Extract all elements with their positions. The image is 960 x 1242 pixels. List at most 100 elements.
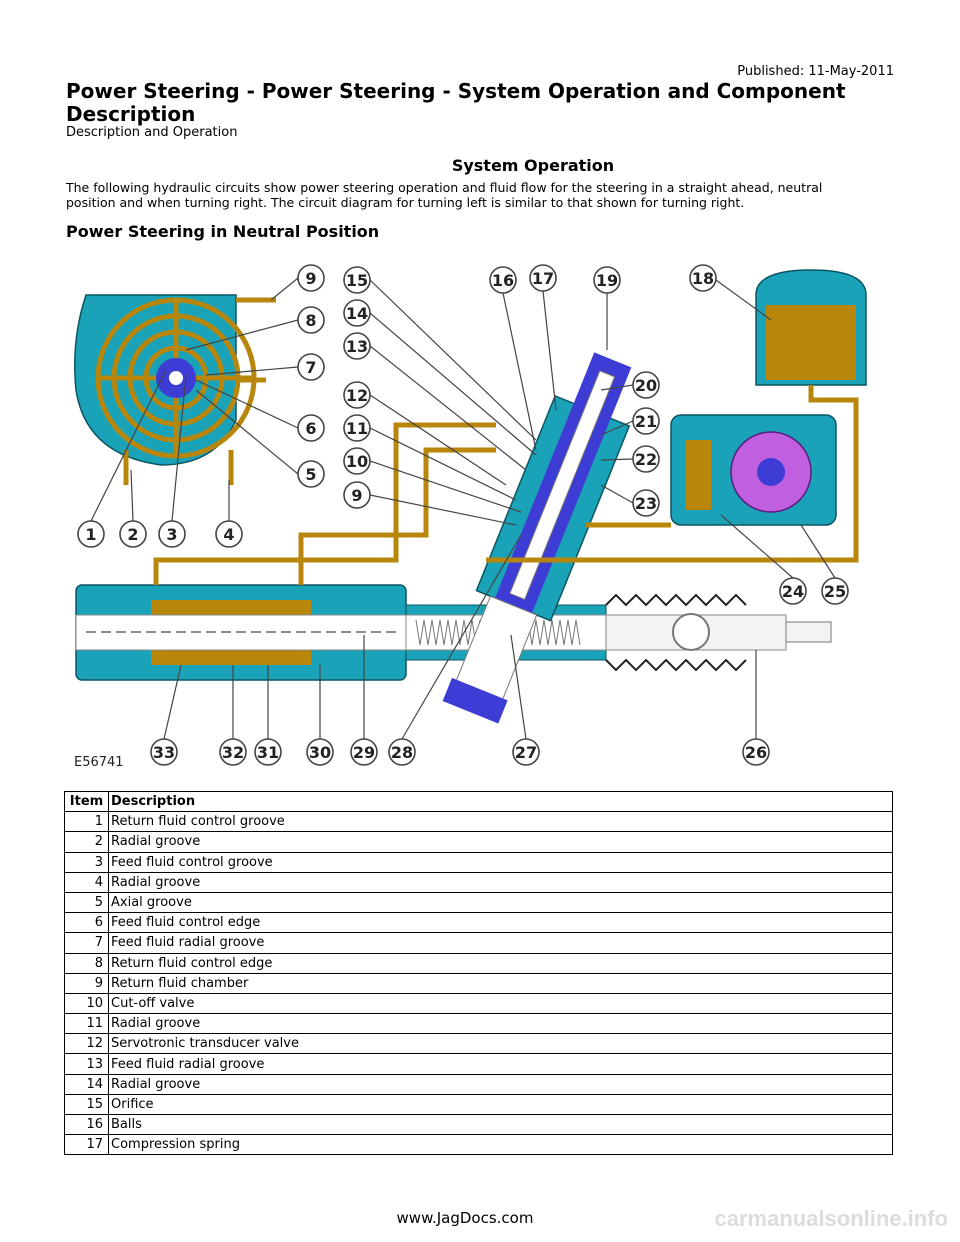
item-description: Orifice <box>108 1093 893 1116</box>
svg-text:4: 4 <box>223 525 234 544</box>
svg-text:2: 2 <box>127 525 138 544</box>
item-number: 2 <box>64 831 109 853</box>
item-description: Balls <box>108 1113 893 1136</box>
svg-text:20: 20 <box>635 376 657 395</box>
item-number: 11 <box>64 1013 109 1035</box>
svg-text:15: 15 <box>346 271 368 290</box>
svg-text:9: 9 <box>351 486 362 505</box>
callout-17: 17 <box>529 264 557 292</box>
svg-text:13: 13 <box>346 337 368 356</box>
leader-lines <box>90 277 836 740</box>
footer-site-link[interactable]: www.JagDocs.com <box>396 1209 534 1227</box>
callout-22: 22 <box>632 445 660 473</box>
item-description: Radial groove <box>108 871 893 893</box>
svg-text:29: 29 <box>353 743 375 762</box>
callout-18: 18 <box>689 264 717 292</box>
item-description: Return fluid control edge <box>108 952 893 974</box>
column-header-item: Item <box>64 790 109 813</box>
item-description: Servotronic transducer valve <box>108 1033 893 1055</box>
power-steering-diagram: 1 2 3 4 5 6 7 8 9 15 14 13 12 11 10 9 16… <box>74 264 867 770</box>
sub-heading: Power Steering in Neutral Position <box>66 222 380 241</box>
callout-9: 9 <box>343 481 371 509</box>
svg-text:32: 32 <box>222 743 244 762</box>
item-number: 6 <box>64 912 109 934</box>
svg-text:3: 3 <box>166 525 177 544</box>
callout-19: 19 <box>593 266 621 294</box>
callout-28: 28 <box>388 738 416 766</box>
intro-paragraph: The following hydraulic circuits show po… <box>66 180 823 210</box>
item-number: 1 <box>64 811 109 833</box>
callout-14: 14 <box>343 299 371 327</box>
item-description: Radial groove <box>108 1013 893 1035</box>
svg-text:27: 27 <box>515 743 537 762</box>
item-description: Cut-off valve <box>108 992 893 1015</box>
svg-text:5: 5 <box>305 465 316 484</box>
svg-text:25: 25 <box>824 582 846 601</box>
callout-32: 32 <box>219 738 247 766</box>
callout-10: 10 <box>343 447 371 475</box>
svg-text:16: 16 <box>492 271 514 290</box>
figure-id: E56741 <box>74 755 124 770</box>
svg-text:9: 9 <box>305 269 316 288</box>
item-number: 4 <box>64 871 109 893</box>
callout-2: 2 <box>119 520 147 548</box>
hydraulic-lines <box>153 422 496 585</box>
svg-text:1: 1 <box>85 525 96 544</box>
callout-23: 23 <box>632 489 660 517</box>
callout-11: 11 <box>343 414 371 442</box>
svg-text:19: 19 <box>596 271 618 290</box>
callout-3: 3 <box>158 520 186 548</box>
svg-text:30: 30 <box>309 743 331 762</box>
callout-13: 13 <box>343 332 371 360</box>
item-description: Compression spring <box>108 1134 893 1156</box>
item-number: 14 <box>64 1073 109 1095</box>
callout-16: 16 <box>489 266 517 294</box>
watermark: carmanualsonline.info <box>714 1206 949 1231</box>
callout-7: 7 <box>297 353 325 381</box>
callout-1: 1 <box>77 520 105 548</box>
item-description: Return fluid control groove <box>108 811 893 833</box>
item-description: Radial groove <box>108 831 893 853</box>
section-heading: System Operation <box>451 156 615 175</box>
callout-26: 26 <box>742 738 770 766</box>
svg-text:10: 10 <box>346 452 368 471</box>
item-number: 10 <box>64 992 109 1015</box>
callout-8: 8 <box>297 306 325 334</box>
reservoir-and-pump <box>486 269 867 563</box>
item-description: Axial groove <box>108 891 893 914</box>
svg-text:24: 24 <box>782 582 804 601</box>
svg-text:6: 6 <box>305 419 316 438</box>
item-description: Feed fluid radial groove <box>108 932 893 954</box>
page-subtitle: Description and Operation <box>66 125 238 140</box>
svg-text:7: 7 <box>305 358 316 377</box>
item-number: 17 <box>64 1134 109 1156</box>
svg-text:31: 31 <box>257 743 279 762</box>
published-date: Published: 11-May-2011 <box>737 64 894 79</box>
item-description: Radial groove <box>108 1073 893 1095</box>
svg-text:21: 21 <box>635 412 657 431</box>
item-number: 15 <box>64 1093 109 1116</box>
callout-29: 29 <box>350 738 378 766</box>
callout-20: 20 <box>632 371 660 399</box>
item-number: 13 <box>64 1053 109 1075</box>
callout-21: 21 <box>632 407 660 435</box>
item-number: 5 <box>64 891 109 914</box>
item-description: Feed fluid radial groove <box>108 1053 893 1075</box>
item-number: 3 <box>64 851 109 873</box>
svg-text:12: 12 <box>346 386 368 405</box>
